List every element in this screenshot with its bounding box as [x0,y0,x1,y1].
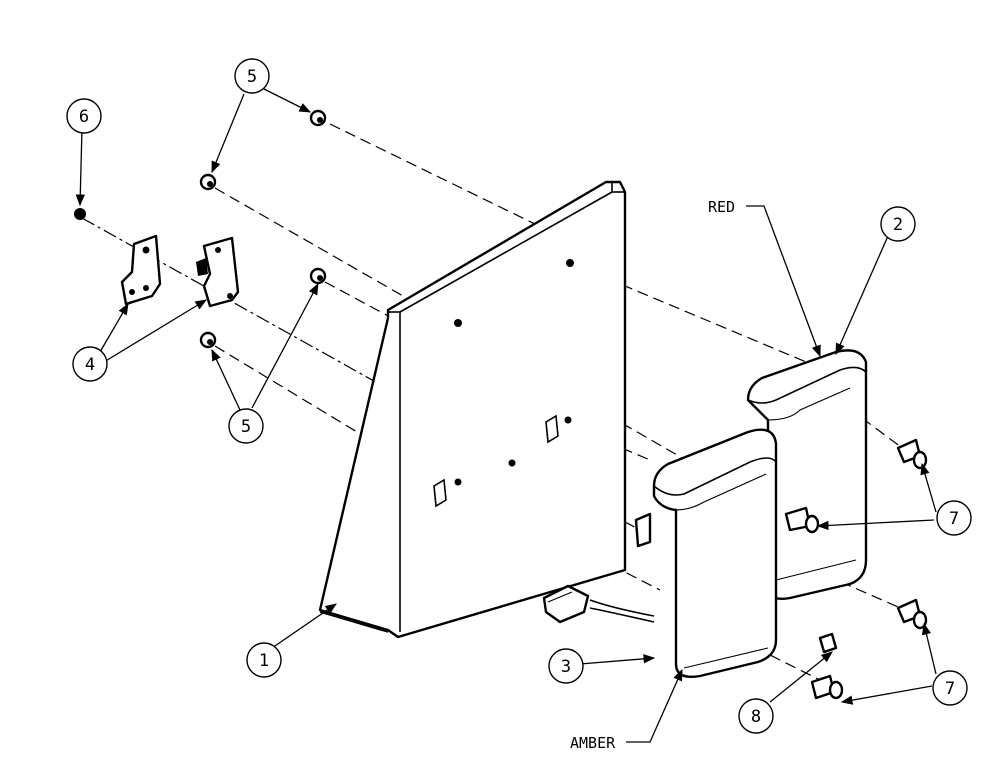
amber-lamp-harness [542,584,655,624]
callout-bubble-3: 3 [548,648,584,684]
callout-3-text: 3 [561,657,571,677]
callout-5-bottom-text: 5 [241,417,251,437]
callout-2-text: 2 [893,215,903,235]
small-nut-part [74,208,86,220]
nut-parts [199,109,327,349]
bracket-part [318,180,627,639]
callout-bubble-2: 2 [880,206,916,242]
leader-lines [75,87,937,743]
callout-1-text: 1 [259,651,269,671]
callout-5-top-text: 5 [247,67,257,87]
amber-note: AMBER [570,734,616,752]
red-note: RED [708,198,735,216]
callout-bubble-4: 4 [72,346,108,382]
callout-bubble-7-bottom: 7 [932,670,968,706]
callout-8-text: 8 [751,707,761,727]
callout-bubble-7-top: 7 [936,500,972,536]
callout-bubble-8: 8 [738,698,774,734]
clip-parts [120,234,240,308]
callout-bubble-1: 1 [246,642,282,678]
callout-bubble-5-top: 5 [234,58,270,94]
callout-7-bottom-text: 7 [945,679,955,699]
callout-bubble-5-bottom: 5 [228,408,264,444]
callout-7-top-text: 7 [949,509,959,529]
callout-bubble-6: 6 [66,98,102,134]
amber-lamp-part [634,428,778,678]
callout-6-text: 6 [79,107,89,127]
callout-4-text: 4 [85,355,95,375]
